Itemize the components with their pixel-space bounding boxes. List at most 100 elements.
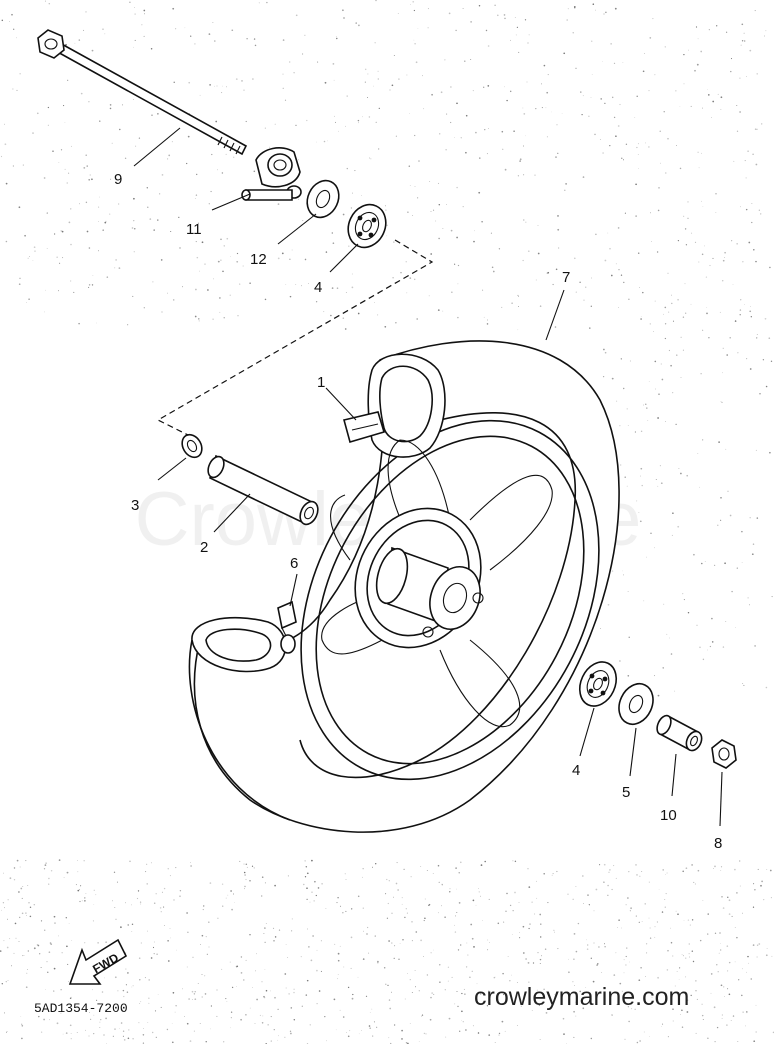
speckle-dot xyxy=(16,89,18,91)
speckle-dot xyxy=(665,172,667,174)
speckle-dot xyxy=(752,944,755,946)
speckle-dot xyxy=(184,1016,185,1017)
speckle-dot xyxy=(430,253,433,255)
speckle-dot xyxy=(1,19,4,22)
speckle-dot xyxy=(146,187,148,189)
speckle-dot xyxy=(414,43,416,45)
speckle-dot xyxy=(756,73,758,75)
speckle-dot xyxy=(148,1002,150,1004)
speckle-dot xyxy=(137,890,140,892)
site-url[interactable]: crowleymarine.com xyxy=(474,983,689,1011)
speckle-dot xyxy=(246,38,248,40)
speckle-dot xyxy=(431,93,433,96)
speckle-dot xyxy=(572,898,574,900)
speckle-dot xyxy=(732,1015,735,1017)
speckle-dot xyxy=(722,907,725,909)
speckle-dot xyxy=(519,932,520,933)
speckle-dot xyxy=(658,187,660,189)
speckle-dot xyxy=(730,70,732,73)
speckle-dot xyxy=(142,1034,145,1036)
speckle-dot xyxy=(316,969,318,972)
speckle-dot xyxy=(455,867,457,869)
speckle-dot xyxy=(475,904,477,906)
speckle-dot xyxy=(713,564,716,567)
speckle-dot xyxy=(377,960,379,963)
speckle-dot xyxy=(751,553,754,556)
speckle-dot xyxy=(665,420,667,422)
assembly-dashed-line xyxy=(156,239,434,437)
speckle-dot xyxy=(473,946,475,948)
speckle-dot xyxy=(26,915,27,916)
speckle-dot xyxy=(683,53,685,56)
speckle-dot xyxy=(519,158,522,161)
speckle-dot xyxy=(478,891,480,893)
speckle-dot xyxy=(88,100,90,103)
speckle-dot xyxy=(509,980,511,982)
speckle-dot xyxy=(437,864,440,867)
speckle-dot xyxy=(677,913,679,915)
speckle-dot xyxy=(683,83,685,85)
speckle-dot xyxy=(527,868,529,870)
speckle-dot xyxy=(529,923,531,925)
speckle-dot xyxy=(611,888,613,891)
speckle-dot xyxy=(751,203,753,204)
speckle-dot xyxy=(88,284,91,286)
speckle-dot xyxy=(70,208,72,210)
speckle-dot xyxy=(270,1016,272,1018)
speckle-dot xyxy=(245,878,247,881)
speckle-dot xyxy=(455,888,457,890)
speckle-dot xyxy=(662,869,664,871)
speckle-dot xyxy=(416,318,419,320)
speckle-dot xyxy=(114,1028,116,1030)
speckle-dot xyxy=(377,70,379,72)
speckle-dot xyxy=(229,961,231,963)
speckle-dot xyxy=(504,168,507,171)
callout-10: 10 xyxy=(660,807,677,824)
speckle-dot xyxy=(105,941,107,943)
speckle-dot xyxy=(43,1018,45,1021)
speckle-dot xyxy=(687,217,689,219)
speckle-dot xyxy=(749,368,752,370)
speckle-dot xyxy=(523,174,525,176)
speckle-dot xyxy=(750,306,752,307)
speckle-dot xyxy=(724,251,726,254)
speckle-dot xyxy=(243,979,245,981)
speckle-dot xyxy=(720,866,723,868)
speckle-dot xyxy=(708,29,710,31)
speckle-dot xyxy=(336,287,339,289)
speckle-dot xyxy=(503,14,506,16)
speckle-dot xyxy=(519,937,521,939)
speckle-dot xyxy=(429,1018,432,1021)
speckle-dot xyxy=(442,228,444,230)
speckle-dot xyxy=(198,270,200,272)
speckle-dot xyxy=(501,306,503,308)
speckle-dot xyxy=(277,1008,279,1011)
speckle-dot xyxy=(636,500,638,502)
speckle-dot xyxy=(511,934,513,936)
speckle-dot xyxy=(290,1032,292,1035)
speckle-dot xyxy=(635,915,637,917)
speckle-dot xyxy=(28,298,30,300)
speckle-dot xyxy=(29,906,32,909)
speckle-dot xyxy=(423,920,425,922)
speckle-dot xyxy=(636,95,638,98)
speckle-dot xyxy=(688,49,689,51)
speckle-dot xyxy=(643,1031,645,1033)
speckle-dot xyxy=(388,1037,390,1039)
speckle-dot xyxy=(216,85,218,87)
fwd-arrow: FWD xyxy=(68,938,128,985)
speckle-dot xyxy=(691,950,694,952)
speckle-dot xyxy=(611,96,614,99)
speckle-dot xyxy=(3,940,5,942)
speckle-dot xyxy=(557,948,559,950)
speckle-dot xyxy=(150,957,153,959)
speckle-dot xyxy=(285,284,287,286)
speckle-dot xyxy=(27,950,29,952)
speckle-dot xyxy=(742,1011,744,1013)
speckle-dot xyxy=(377,78,379,80)
speckle-dot xyxy=(756,517,759,519)
speckle-dot xyxy=(737,352,739,354)
speckle-dot xyxy=(679,167,682,170)
speckle-dot xyxy=(186,912,188,914)
speckle-dot xyxy=(753,883,755,885)
